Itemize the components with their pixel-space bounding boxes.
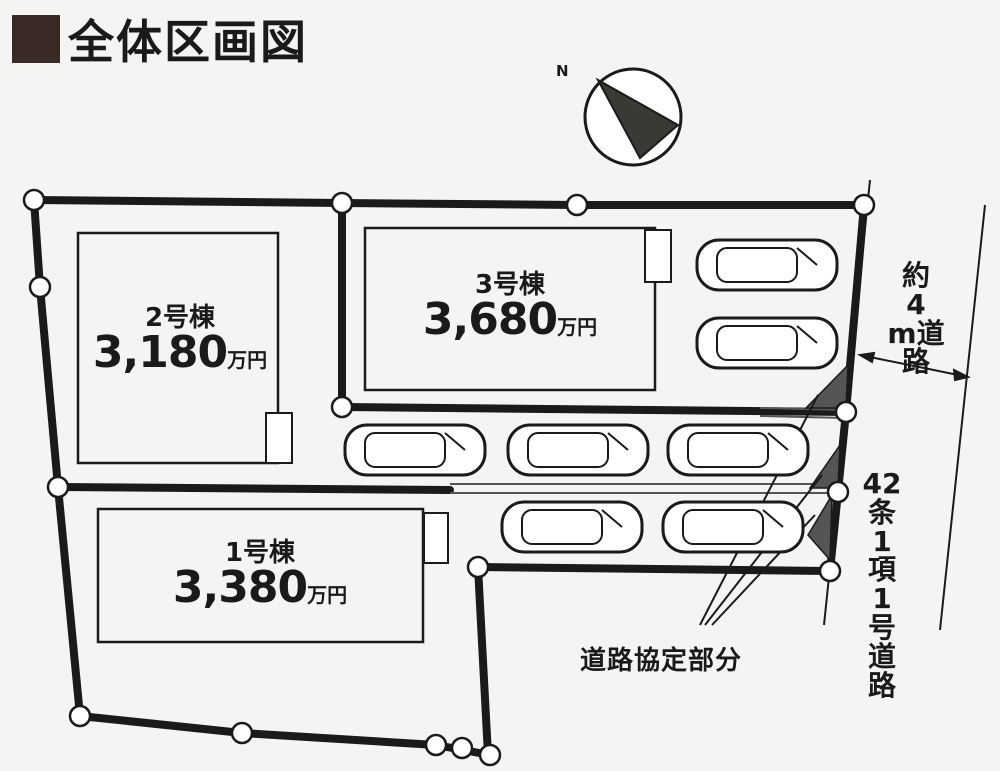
- car-icon: [506, 423, 650, 477]
- house-name: 1号棟: [224, 538, 296, 568]
- compass: [583, 67, 683, 167]
- boundary-marker: [450, 736, 474, 760]
- house-2-label: 2号棟 3,180万円: [85, 305, 275, 375]
- car-icon: [661, 500, 805, 554]
- page-title: 全体区画図: [12, 6, 308, 72]
- road-label-char: 道: [867, 639, 896, 673]
- house-price: 3,680: [422, 294, 558, 345]
- house-price: 3,380: [172, 562, 308, 613]
- car-icon: [343, 423, 487, 477]
- price-unit: 万円: [557, 315, 598, 339]
- road-label-char: 路: [867, 668, 896, 702]
- car-icon: [695, 238, 839, 292]
- price-unit: 万円: [307, 583, 348, 607]
- price-unit: 万円: [227, 348, 268, 372]
- road-label-lower: 42 条 1 項 1 号 道 路: [862, 467, 902, 702]
- house-3-label: 3号棟 3,680万円: [410, 272, 610, 342]
- boundary-marker: [28, 275, 52, 299]
- parked-cars: [343, 238, 839, 554]
- north-label: N: [556, 62, 569, 80]
- house-1-label: 1号棟 3,380万円: [160, 540, 360, 610]
- road-label-char: 42: [862, 467, 902, 500]
- title-text: 全体区画図: [68, 15, 308, 69]
- car-icon: [695, 316, 839, 370]
- boundary-markers: [22, 188, 876, 767]
- boundary-marker: [834, 400, 858, 424]
- road-label-char: 項: [867, 553, 896, 587]
- boundary-marker: [330, 395, 354, 419]
- house-footprints: [76, 226, 657, 644]
- road-label-char: 4: [906, 287, 926, 321]
- road-label-char: m道: [887, 316, 945, 350]
- boundary-marker: [565, 193, 589, 217]
- boundary-marker: [68, 704, 92, 728]
- road-label-char: 路: [901, 345, 930, 379]
- boundary-marker: [46, 475, 70, 499]
- house-name: 3号棟: [474, 270, 546, 300]
- house-price: 3,180: [92, 327, 228, 378]
- road-label-char: 1: [872, 524, 892, 558]
- road-label-upper: 約 4 m道 路: [887, 259, 944, 379]
- boundary-marker: [230, 721, 254, 745]
- title-bullet: [12, 15, 60, 63]
- boundary-marker: [22, 188, 46, 212]
- road-lines: [823, 179, 986, 631]
- boundary-marker: [818, 559, 842, 583]
- road-agreement-label: 道路協定部分: [580, 646, 743, 676]
- car-icon: [666, 423, 810, 477]
- boundary-marker: [826, 480, 850, 504]
- boundary-marker: [466, 555, 490, 579]
- entrance-markers: [265, 229, 672, 564]
- road-label-char: 条: [867, 495, 896, 529]
- boundary-marker: [330, 191, 354, 215]
- car-icon: [500, 500, 644, 554]
- road-label-char: 号: [867, 611, 896, 645]
- road-label-char: 1: [872, 582, 892, 616]
- road-label-char: 約: [901, 259, 930, 292]
- house-name: 2号棟: [144, 303, 216, 333]
- boundary-marker: [852, 193, 876, 217]
- boundary-marker: [424, 733, 448, 757]
- boundary-marker: [478, 743, 502, 767]
